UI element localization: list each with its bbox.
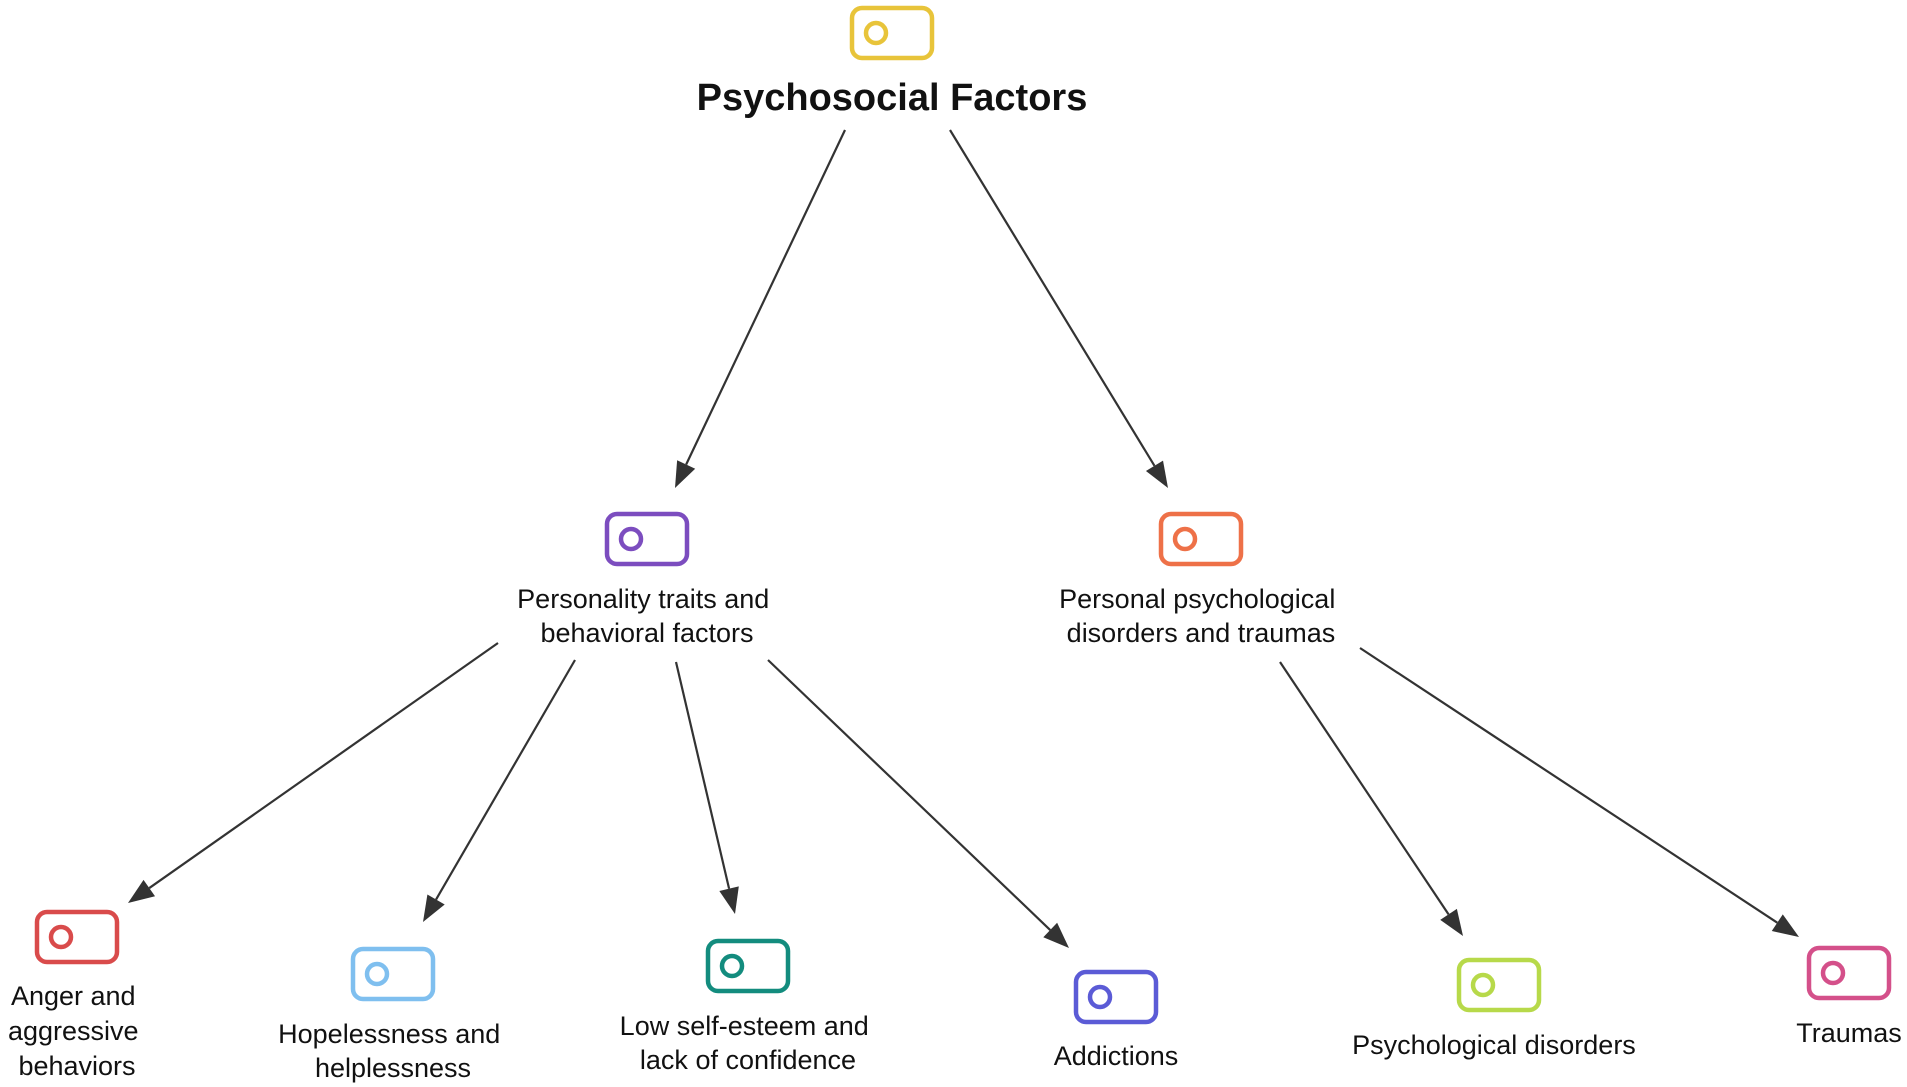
branch-personality-tag-icon-body [604, 511, 690, 567]
leaf-traumas-tag-icon [1806, 945, 1892, 1001]
arrowhead-disorders-to-traumas [1771, 914, 1799, 937]
leaf-addictions-node: Addictions [1054, 969, 1179, 1071]
branch-personality-label-line-2: behavioral factors [540, 618, 753, 648]
branch-disorders-label: Personal psychological disorders and tra… [1059, 584, 1343, 648]
root-tag-icon [849, 5, 935, 61]
root-tag-icon-dot [863, 20, 889, 46]
leaf-psych-disorders-node: Psychological disorders [1352, 957, 1636, 1060]
leaf-traumas-tag-icon-body [1806, 945, 1892, 1001]
root-tag-icon-body [849, 5, 935, 61]
edge-disorders-to-traumas [1359, 647, 1778, 924]
leaf-self-esteem-label: Low self-esteem and lack of confidence [620, 1011, 877, 1075]
branch-disorders-tag-icon-dot [1172, 526, 1198, 552]
edge-personality-to-anger [148, 642, 499, 889]
leaf-addictions-tag-icon-body [1073, 969, 1159, 1025]
leaf-self-esteem-label-line-2: lack of confidence [640, 1045, 856, 1075]
arrowhead-personality-to-self-esteem [719, 886, 739, 914]
leaf-anger-node: Anger and aggressive behaviors [8, 909, 146, 1081]
edge-root-to-personality [685, 129, 846, 465]
branch-personality-tag-icon-dot [618, 526, 644, 552]
leaf-hopelessness-label: Hopelessness and helplessness [278, 1019, 508, 1083]
leaf-hopelessness-node: Hopelessness and helplessness [278, 946, 508, 1083]
branch-disorders-tag-icon-body [1158, 511, 1244, 567]
leaf-hopelessness-tag-icon-body [350, 946, 436, 1002]
leaf-psych-disorders-tag-icon-body [1456, 957, 1542, 1013]
edge-personality-to-hopelessness [435, 659, 576, 901]
leaf-addictions-label: Addictions [1054, 1041, 1179, 1071]
edge-personality-to-addictions [767, 659, 1051, 931]
diagram-edges [128, 129, 1799, 948]
arrowhead-personality-to-hopelessness [423, 894, 445, 922]
leaf-traumas-label: Traumas [1796, 1018, 1902, 1048]
leaf-anger-tag-icon-dot [48, 924, 74, 950]
arrowhead-root-to-personality [675, 460, 696, 488]
root-node: Psychosocial Factors [697, 5, 1088, 119]
root-title: Psychosocial Factors [697, 77, 1088, 119]
arrowhead-personality-to-anger [128, 879, 156, 903]
leaf-hopelessness-label-line-1: Hopelessness and [278, 1019, 500, 1049]
edge-disorders-to-psych-disorders [1279, 661, 1450, 915]
arrowhead-personality-to-addictions [1043, 922, 1069, 948]
leaf-self-esteem-tag-icon [705, 938, 791, 994]
edge-personality-to-self-esteem [674, 661, 731, 889]
branch-disorders-node: Personal psychological disorders and tra… [1059, 511, 1343, 648]
leaf-anger-tag-icon-body [34, 909, 120, 965]
branch-disorders-label-line-1: Personal psychological [1059, 584, 1335, 614]
leaf-psych-disorders-label: Psychological disorders [1352, 1030, 1636, 1060]
branch-personality-label: Personality traits and behavioral factor… [517, 584, 777, 648]
leaf-anger-label-line-1: Anger and [11, 981, 136, 1011]
arrowhead-disorders-to-psych-disorders [1440, 908, 1463, 936]
leaf-hopelessness-tag-icon [350, 946, 436, 1002]
leaf-anger-tag-icon [34, 909, 120, 965]
leaf-self-esteem-tag-icon-dot [719, 953, 745, 979]
leaf-addictions-tag-icon-dot [1087, 984, 1113, 1010]
edge-root-to-disorders [949, 129, 1156, 467]
leaf-psych-disorders-tag-icon-dot [1470, 972, 1496, 998]
leaf-self-esteem-node: Low self-esteem and lack of confidence [620, 938, 877, 1075]
leaf-self-esteem-tag-icon-body [705, 938, 791, 994]
leaf-hopelessness-tag-icon-dot [364, 961, 390, 987]
leaf-traumas-tag-icon-dot [1820, 960, 1846, 986]
leaf-anger-label: Anger and aggressive behaviors [8, 981, 146, 1081]
leaf-addictions-tag-icon [1073, 969, 1159, 1025]
leaf-hopelessness-label-line-2: helplessness [315, 1053, 471, 1083]
branch-personality-label-line-1: Personality traits and [517, 584, 769, 614]
leaf-anger-label-line-2: aggressive [8, 1016, 139, 1046]
leaf-traumas-node: Traumas [1796, 945, 1902, 1048]
branch-personality-node: Personality traits and behavioral factor… [517, 511, 777, 648]
leaf-psych-disorders-tag-icon [1456, 957, 1542, 1013]
branch-personality-tag-icon [604, 511, 690, 567]
branch-disorders-tag-icon [1158, 511, 1244, 567]
leaf-self-esteem-label-line-1: Low self-esteem and [620, 1011, 869, 1041]
arrowhead-root-to-disorders [1145, 460, 1168, 488]
branch-disorders-label-line-2: disorders and traumas [1067, 618, 1336, 648]
leaf-anger-label-line-3: behaviors [18, 1051, 135, 1081]
